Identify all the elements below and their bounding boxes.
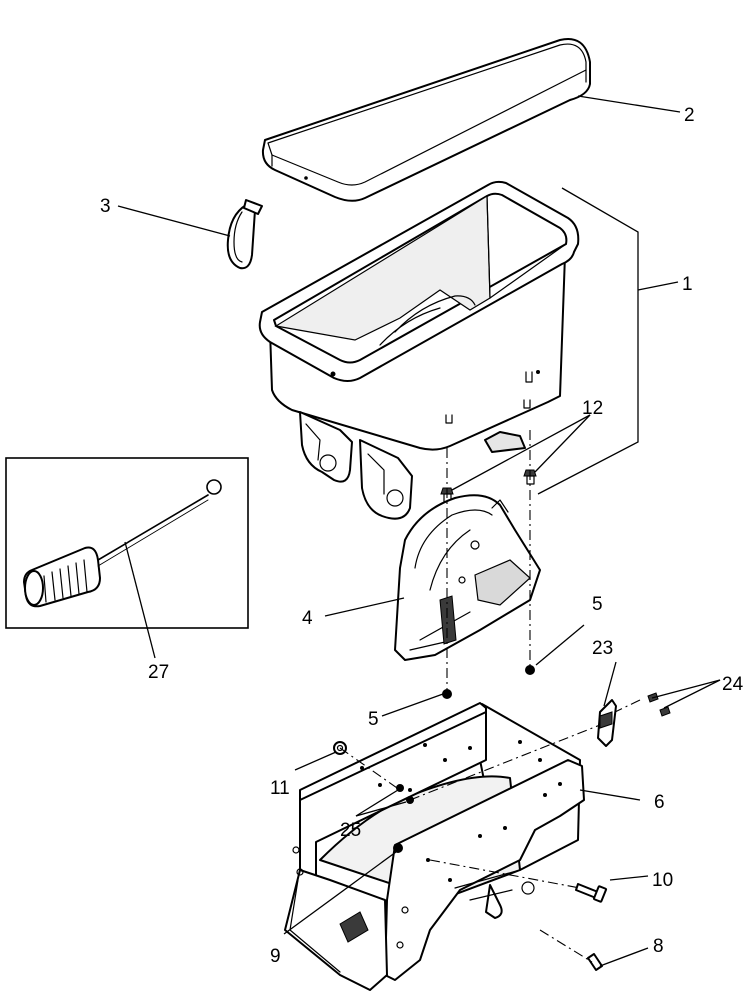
callout-5-left: 5 bbox=[368, 709, 379, 730]
mounting-frame bbox=[284, 702, 585, 991]
callout-24: 24 bbox=[722, 674, 744, 695]
callout-8: 8 bbox=[653, 936, 664, 957]
callout-labels: 1 2 3 4 5 5 6 8 9 10 11 12 23 24 25 27 bbox=[100, 105, 744, 967]
bushing-9 bbox=[393, 843, 403, 853]
lid bbox=[261, 38, 591, 202]
nuts-5 bbox=[442, 665, 535, 699]
centerlines bbox=[339, 430, 641, 963]
screw-8 bbox=[587, 953, 603, 971]
callout-2: 2 bbox=[684, 105, 695, 126]
callout-1: 1 bbox=[682, 274, 693, 295]
callout-6: 6 bbox=[654, 792, 665, 813]
callout-3: 3 bbox=[100, 196, 111, 217]
meter-housing bbox=[394, 494, 541, 661]
group-bracket-1 bbox=[537, 187, 639, 495]
callout-4: 4 bbox=[302, 608, 313, 629]
callout-9: 9 bbox=[270, 946, 281, 967]
callout-23: 23 bbox=[592, 638, 613, 659]
callout-11: 11 bbox=[270, 778, 290, 799]
strap-clip bbox=[226, 199, 263, 270]
callout-12: 12 bbox=[582, 398, 603, 419]
leader-lines bbox=[117, 95, 721, 967]
callout-5-right: 5 bbox=[592, 594, 603, 615]
callout-27: 27 bbox=[148, 662, 169, 683]
callout-25: 25 bbox=[340, 820, 361, 841]
inset-panel bbox=[5, 457, 249, 629]
bolt-10 bbox=[575, 883, 608, 903]
callout-10: 10 bbox=[652, 870, 673, 891]
hopper bbox=[258, 180, 580, 520]
latch-23 bbox=[597, 699, 617, 747]
